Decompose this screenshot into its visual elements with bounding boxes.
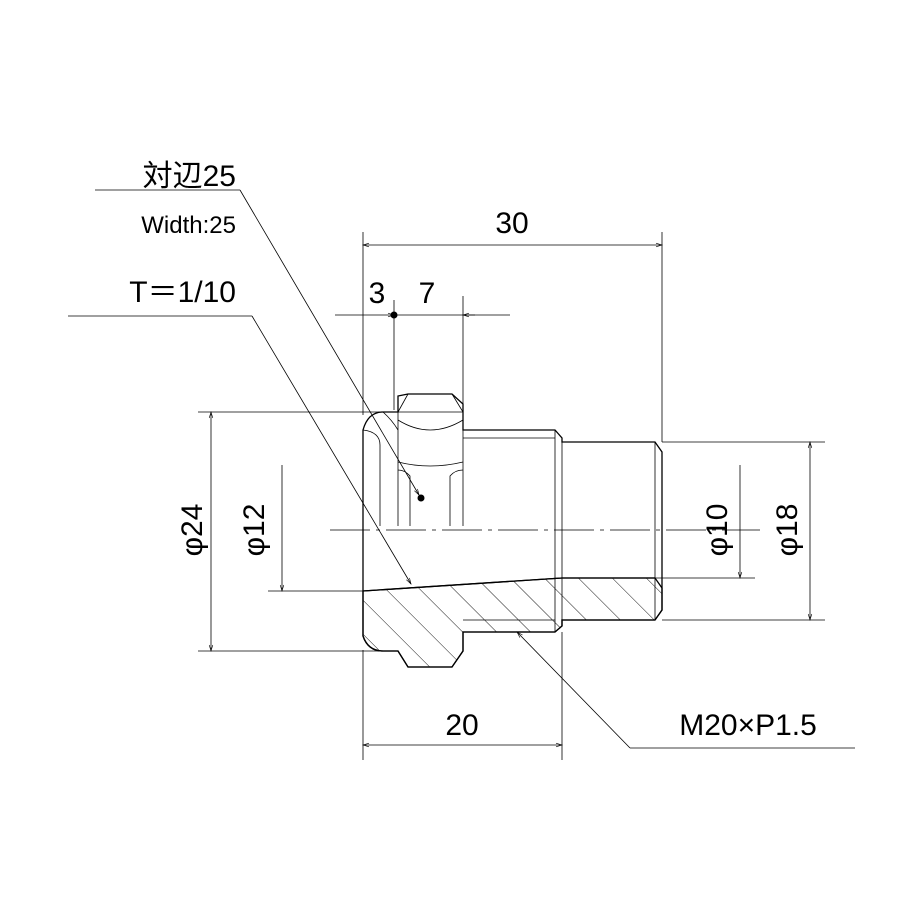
dim-hex-chamfer: 3 (369, 277, 386, 310)
dimension-lines (68, 189, 855, 760)
dia-bore: φ10 (701, 504, 734, 557)
dia-taper: φ12 (238, 504, 271, 557)
dim-hex-length: 7 (419, 277, 436, 310)
width-label-en: Width:25 (141, 212, 236, 239)
dia-outer: φ24 (176, 504, 209, 557)
dim-thread-length: 20 (445, 709, 478, 742)
dim-total-length: 30 (495, 207, 528, 240)
taper-label: T＝1/10 (129, 276, 236, 309)
hex-center-dot (417, 494, 425, 502)
dia-end: φ18 (771, 504, 804, 557)
thread-spec: M20×P1.5 (679, 709, 817, 742)
section-hatch (362, 577, 663, 668)
width-label-jp: 対辺25 (143, 160, 236, 193)
